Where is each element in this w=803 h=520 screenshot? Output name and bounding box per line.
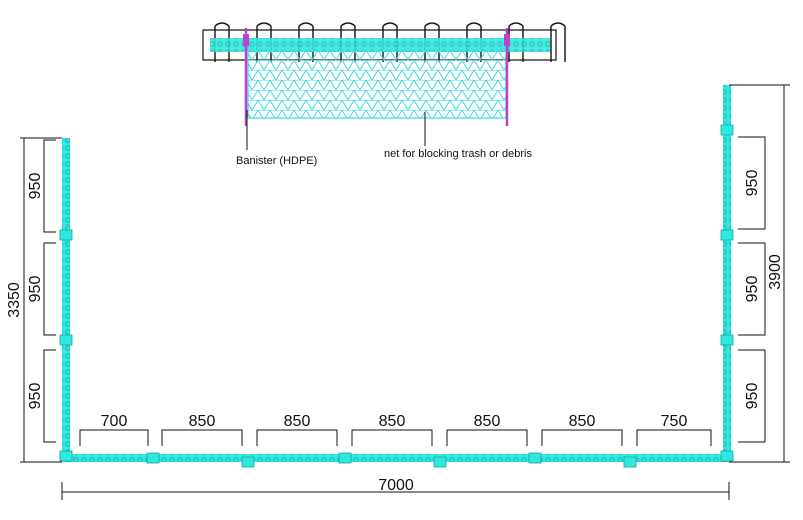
- barrier-elevation-detail: Banister (HDPE) net for blocking trash o…: [202, 22, 566, 167]
- float-joint: [146, 452, 160, 464]
- trash-net: [247, 43, 507, 119]
- bottom-arm: [62, 454, 731, 462]
- right-height-label: 3900: [767, 254, 784, 290]
- right-segment-dim: 950: [738, 349, 766, 443]
- banister-label: Banister (HDPE): [236, 155, 317, 167]
- rail-post: [550, 22, 566, 62]
- float-joint: [528, 452, 542, 464]
- bottom-segment-label: 850: [379, 413, 406, 430]
- right-segment-dim: 950: [738, 242, 766, 336]
- float-joint: [433, 456, 447, 468]
- float-joint: [720, 124, 734, 136]
- right-arm: [723, 85, 731, 462]
- bottom-segment-dim: 700: [79, 413, 149, 446]
- bottom-segment-dim: 850: [161, 413, 243, 446]
- float-joint: [59, 334, 73, 346]
- right-segment-dim: 950: [738, 136, 766, 230]
- float-joint: [720, 450, 734, 462]
- float-joint: [59, 229, 73, 241]
- left-segment-dim: 950: [27, 139, 56, 233]
- total-width-label: 7000: [378, 477, 414, 494]
- bottom-segment-label: 700: [101, 413, 128, 430]
- bottom-segment-dim: 850: [446, 413, 528, 446]
- net-label: net for blocking trash or debris: [384, 148, 532, 160]
- bottom-segment-dim: 850: [351, 413, 433, 446]
- right-segment-label: 950: [744, 170, 761, 197]
- left-segment-label: 950: [27, 276, 44, 303]
- dimension-lines: [20, 84, 790, 500]
- float-joints: [59, 124, 734, 468]
- left-segment-label: 950: [27, 173, 44, 200]
- bottom-segment-label: 750: [661, 413, 688, 430]
- bottom-segment-dim: 750: [636, 413, 712, 446]
- left-height-label: 3350: [6, 282, 23, 318]
- barrier-plan: [59, 85, 734, 468]
- left-segment-dim: 950: [27, 242, 56, 336]
- right-segment-label: 950: [744, 383, 761, 410]
- bottom-segment-label: 850: [569, 413, 596, 430]
- float-joint: [241, 456, 255, 468]
- float-joint: [338, 452, 352, 464]
- bottom-segment-label: 850: [189, 413, 216, 430]
- float-joint: [623, 456, 637, 468]
- float-joint: [720, 229, 734, 241]
- left-segment-dim: 950: [27, 349, 56, 443]
- right-segment-label: 950: [744, 276, 761, 303]
- float-joint: [720, 334, 734, 346]
- banister-right: [504, 28, 510, 126]
- float-joint: [59, 450, 73, 462]
- bottom-segment-label: 850: [284, 413, 311, 430]
- banister-left: [243, 28, 249, 126]
- segment-dimensions: 700 850 850 850 850 850 750 950 950 950 950 950 950: [27, 136, 766, 446]
- left-arm: [62, 138, 70, 462]
- bottom-segment-dim: 850: [541, 413, 623, 446]
- left-segment-label: 950: [27, 383, 44, 410]
- bottom-segment-dim: 850: [256, 413, 338, 446]
- bottom-segment-label: 850: [474, 413, 501, 430]
